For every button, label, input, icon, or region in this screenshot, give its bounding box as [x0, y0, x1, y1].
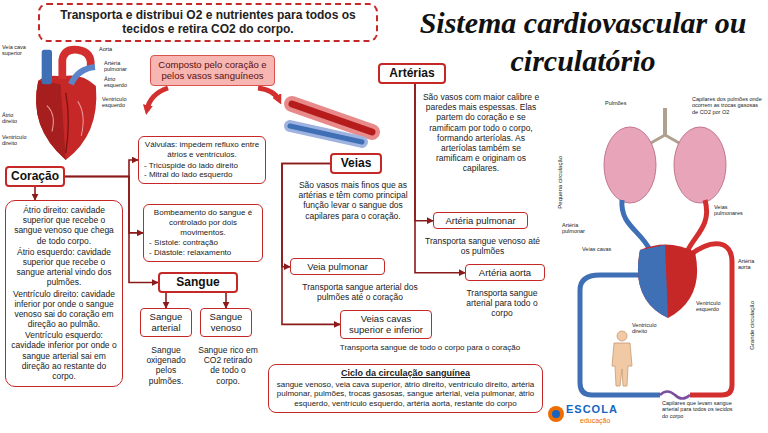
heading-box: Veias	[330, 153, 382, 174]
info-box: Bombeamento do sangue é controlado por d…	[143, 204, 263, 262]
box-text: Sangue	[164, 275, 232, 290]
box-text: - Mitral do lado esquerdo	[144, 170, 260, 180]
description-text: São vasos com maior calibre e paredes ma…	[422, 92, 540, 174]
description-text: Transporta sangue arterial para todo o c…	[462, 288, 542, 319]
part-label: Capilares que levam sangue arterial para…	[662, 400, 736, 419]
box-text: Veia pulmonar	[295, 261, 380, 272]
vena-cava	[42, 50, 52, 84]
left-lung	[604, 127, 656, 203]
sub-box: Artéria aorta	[465, 264, 545, 281]
box-text: Transporta e distribui O2 e nutrientes p…	[48, 8, 368, 37]
description-box: Átrio direito: cavidade superior que rec…	[5, 200, 123, 387]
part-label: Veias cavas	[582, 246, 612, 252]
capillaries	[660, 392, 690, 399]
red-arrow	[258, 88, 279, 100]
summary-box: Transporta e distribui O2 e nutrientes p…	[38, 3, 378, 42]
red-arrow	[147, 88, 168, 110]
human-body	[612, 343, 632, 386]
part-label: Artéria pulmonar	[104, 60, 136, 73]
pulmonary-artery	[71, 67, 95, 84]
part-label: Pulmões	[605, 100, 645, 106]
right-lung	[674, 127, 726, 203]
heading-box: Artérias	[378, 63, 446, 84]
box-text: sangue venoso, veia cava superior, átrio…	[275, 380, 536, 409]
description-text: Transporta sangue de todo o corpo para o…	[330, 343, 530, 353]
vessel-detail	[78, 101, 83, 135]
human-head	[617, 331, 627, 341]
part-label: Aorta	[99, 46, 121, 52]
vessel-detail	[47, 106, 54, 132]
logo-text: ESCOLA	[566, 403, 626, 415]
box-text: Ciclo da circulação sanguínea	[275, 368, 536, 379]
pulmonary-artery	[622, 200, 650, 250]
box-text: - Tricúspide do lado direito	[144, 161, 260, 171]
heart	[638, 244, 697, 318]
box-text: Artéria pulmonar	[438, 215, 523, 226]
vein-lumen	[290, 126, 362, 142]
box-text: Bombeamento do sangue é controlado por d…	[149, 208, 257, 237]
circulation-label: Grande circulação	[749, 300, 756, 349]
description-text: São vasos mais finos que as artérias e t…	[298, 180, 408, 221]
connector-arrow	[34, 187, 36, 200]
description-text: Sangue oxigenado pelos pulmões.	[138, 345, 194, 386]
pulmonary-vein	[688, 200, 707, 250]
trachea	[663, 108, 667, 135]
logo-icon	[548, 406, 564, 422]
part-label: Artéria pulmonar	[562, 222, 596, 235]
part-label: Capilares dos pulmões onde ocorrem as tr…	[692, 96, 764, 115]
box-text: Coração	[11, 169, 59, 184]
info-box: Válvulas: impedem refluxo entre átrios e…	[138, 136, 266, 184]
box-text: Ventrículo esquerdo: cavidade inferior p…	[10, 330, 118, 381]
description-text: Transporta sangue arterial dos pulmões a…	[290, 282, 430, 302]
box-text: Átrio esquerdo: cavidade superior que re…	[10, 247, 118, 288]
box-text: Veias cavas superior e inferior	[345, 313, 427, 336]
box-text: Veias	[336, 156, 376, 171]
box-text: Artéria aorta	[470, 267, 540, 278]
box-text: - Diástole: relaxamento	[149, 248, 257, 258]
part-label: Ventrículo esquerdo	[102, 96, 134, 109]
heart-right-side	[638, 245, 668, 318]
cycle-box: Ciclo da circulação sanguíneasangue veno…	[268, 364, 543, 413]
box-text: Átrio direito: cavidade superior que rec…	[10, 205, 118, 246]
sub-box: Veia pulmonar	[290, 258, 385, 275]
box-text: Válvulas: impedem refluxo entre átrios e…	[144, 140, 260, 160]
heading-box: Coração	[5, 166, 65, 187]
sub-box: Sangue venoso	[200, 308, 252, 337]
description-text: Sangue rico em CO2 retirado de todo o co…	[198, 345, 258, 386]
box-text: Sangue arterial	[145, 311, 187, 334]
connector-arrow	[225, 293, 227, 308]
vein-tube	[290, 126, 362, 142]
part-label: Artéria aorta	[738, 258, 764, 271]
box-text: - Sístole: contração	[149, 238, 257, 248]
vessels-illustration	[290, 104, 372, 142]
circulation-label: Pequena circulação	[557, 155, 564, 208]
circulation-illustration	[548, 108, 732, 422]
part-label: Átrio esquerdo	[104, 76, 134, 89]
sub-box: Artéria pulmonar	[433, 212, 528, 229]
part-label: Átrio direito	[2, 112, 28, 125]
box-text: Composto pelo coração e pelos vasos sang…	[156, 59, 269, 82]
connector-arrow	[165, 293, 167, 308]
part-label: Ventrículo direito	[632, 322, 672, 335]
part-label: Ventrículo esquerdo	[696, 300, 726, 313]
box-text: Ventrículo direito: cavidade inferior po…	[10, 289, 118, 330]
title-text: Sistema cardiovascular ou circulatório	[402, 4, 764, 79]
heart-body	[36, 75, 96, 159]
septum-line	[66, 93, 69, 153]
heading-box: Sangue	[158, 272, 238, 293]
heart-right-side	[36, 81, 66, 160]
box-text: Sangue venoso	[205, 311, 247, 334]
logo-text: educação	[580, 417, 630, 425]
sub-box: Veias cavas superior e inferior	[340, 310, 432, 339]
connector-arrow	[65, 160, 138, 177]
part-label: Veias pulmonares	[714, 204, 754, 217]
topic-box: Composto pelo coração e pelos vasos sang…	[150, 55, 275, 86]
box-text: Artérias	[384, 66, 440, 81]
sub-box: Sangue arterial	[140, 308, 192, 337]
part-label: Ventrículo direito	[2, 134, 30, 147]
heart-illustration	[36, 50, 96, 160]
part-label: Veia cava superior	[2, 44, 34, 57]
logo-icon	[552, 410, 560, 418]
description-text: Transporta sangue venoso até os pulmões	[425, 236, 540, 256]
